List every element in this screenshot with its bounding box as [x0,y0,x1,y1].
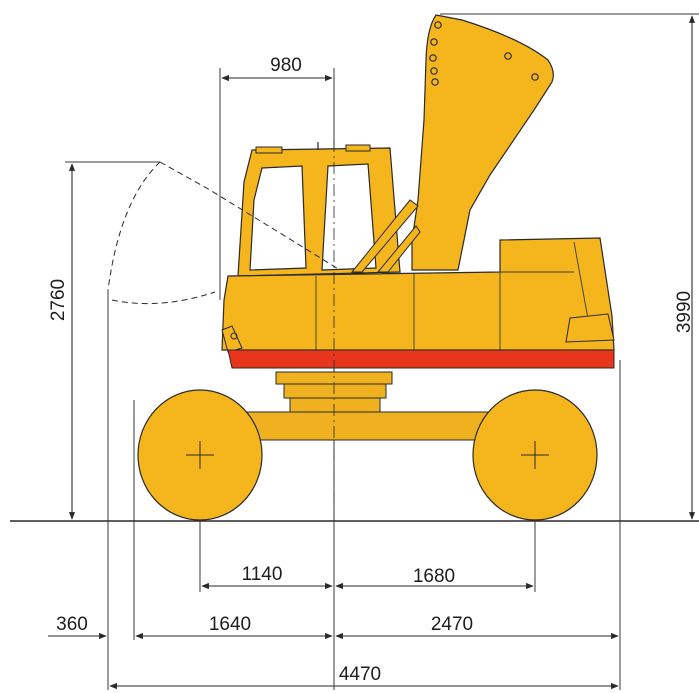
dim-total-length: 4470 [339,664,381,685]
boom-arm [411,14,554,271]
counterweight-band [227,349,615,369]
dim-front-overhang: 360 [56,614,88,635]
dim-cab-offset: 980 [270,55,302,76]
dim-total-height: 3990 [674,291,695,333]
dim-front-wheel-offset: 1140 [242,564,283,585]
dim-rear-wheel-offset: 1680 [413,566,455,587]
dim-front-length: 1640 [209,614,251,635]
upper-structure [221,237,615,351]
dim-rear-length: 2470 [431,614,473,635]
swing-envelope [107,161,341,305]
chassis [239,411,491,441]
hydraulic-link [350,199,419,273]
dimension-lines [48,15,696,690]
cab-window-left [249,165,307,271]
excavator [137,14,615,521]
cab-window-right [321,163,377,271]
dim-reach-height: 2760 [48,279,69,321]
